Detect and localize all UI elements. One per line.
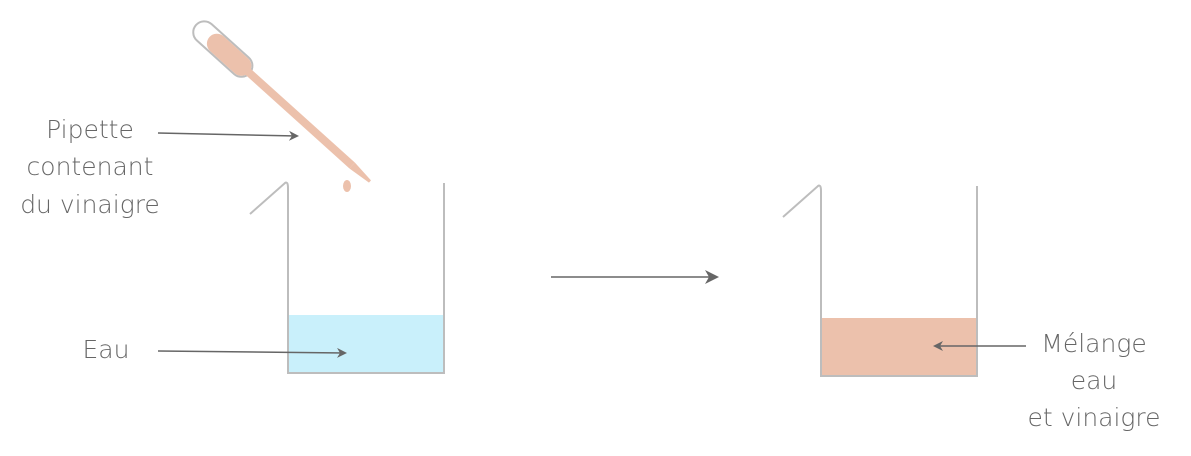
mixture-liquid	[821, 318, 977, 376]
water-label: Eau	[83, 335, 130, 364]
beaker-left-outline	[249, 181, 445, 374]
pipette-label-arrow	[157, 130, 299, 141]
water-liquid	[288, 315, 444, 373]
beaker-mixture	[782, 184, 978, 377]
beaker-water	[249, 181, 445, 374]
mixture-label-line1: Mélange	[1041, 329, 1146, 358]
pipette-label-line3: du vinaigre	[20, 190, 160, 219]
water-label-arrow	[157, 347, 347, 358]
drop-icon	[343, 180, 351, 192]
beaker-right-outline	[782, 184, 978, 377]
pipette-label-line1: Pipette	[46, 115, 134, 144]
mixture-label-line2: eau	[1071, 366, 1118, 395]
mixture-label-line3: et vinaigre	[1027, 403, 1160, 432]
pipette-label-line2: contenant	[27, 152, 154, 181]
pipette	[192, 20, 371, 192]
